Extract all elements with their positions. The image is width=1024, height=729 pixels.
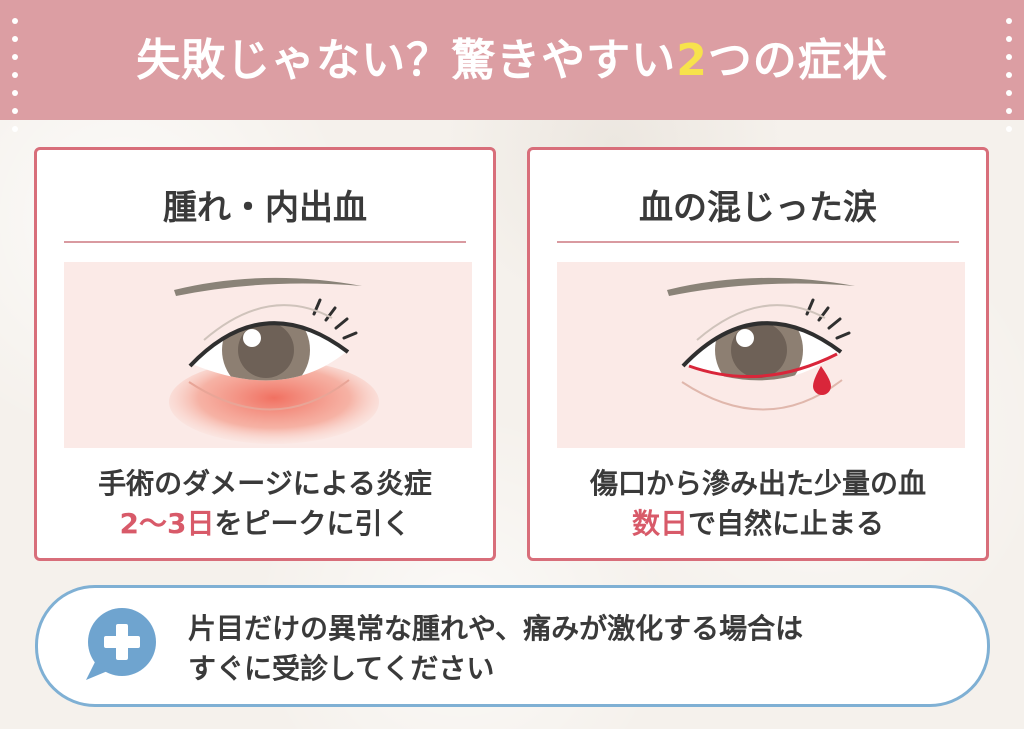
divider	[557, 241, 959, 243]
description-line-1: 手術のダメージによる炎症	[98, 467, 432, 500]
title-number: 2	[676, 35, 708, 86]
description-line-2-rest: をピークに引く	[214, 507, 411, 540]
bruise-mark	[169, 360, 379, 444]
page-title: 失敗じゃない？驚きやすい2つの症状	[136, 24, 888, 88]
blood-tear-drop	[813, 366, 831, 395]
card-title: 血の混じった涙	[639, 188, 877, 228]
banner-dots-right	[1006, 18, 1012, 132]
eye-bruise-illustration	[64, 262, 472, 448]
description-line-1: 傷口から滲み出た少量の血	[589, 467, 926, 500]
duration-highlight: 数日	[631, 507, 688, 540]
description-line-2: 2〜3日をピークに引く	[37, 504, 493, 544]
duration-highlight: 2〜3日	[119, 507, 215, 540]
description-line-2-rest: で自然に止まる	[688, 507, 885, 540]
advice-text: 片目だけの異常な腫れや、痛みが激化する場合は すぐに受診してください	[188, 609, 803, 689]
banner-dots-left	[12, 18, 18, 132]
description-line-2: 数日で自然に止まる	[530, 504, 986, 544]
advice-line-2: すぐに受診してください	[188, 652, 495, 685]
card-description: 手術のダメージによる炎症 2〜3日をピークに引く	[37, 464, 493, 544]
symptom-card-bloody-tears: 血の混じった涙	[527, 147, 989, 561]
title-text-after: つの症状	[707, 35, 888, 86]
title-text-before: 失敗じゃない？驚きやすい	[136, 35, 677, 86]
advice-note: 片目だけの異常な腫れや、痛みが激化する場合は すぐに受診してください	[35, 585, 990, 707]
card-title: 腫れ・内出血	[163, 188, 367, 228]
medical-plus-chat-icon	[78, 602, 162, 690]
eye-tear-illustration	[557, 262, 965, 448]
card-description: 傷口から滲み出た少量の血 数日で自然に止まる	[530, 464, 986, 544]
header-banner: 失敗じゃない？驚きやすい2つの症状	[0, 0, 1024, 132]
divider	[64, 241, 466, 243]
advice-line-1: 片目だけの異常な腫れや、痛みが激化する場合は	[188, 612, 804, 645]
symptom-card-swelling: 腫れ・内出血	[34, 147, 496, 561]
